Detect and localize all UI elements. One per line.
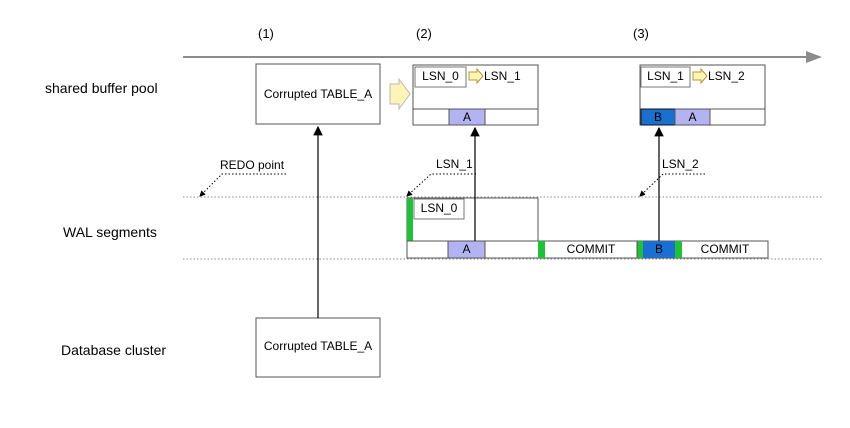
wal-record-b — [643, 241, 675, 258]
step3-tuple-b-label: B — [653, 110, 662, 124]
step3-pointer-lsn: LSN_2 — [662, 157, 699, 171]
step2-tuple-a — [448, 108, 486, 126]
step3-tuple-a — [674, 108, 711, 126]
cluster-page-label: Corrupted TABLE_A — [263, 339, 373, 353]
wal-commit1-label: COMMIT — [566, 242, 616, 256]
wal-commit1-marker — [538, 241, 545, 258]
step-label-1: (1) — [258, 26, 274, 41]
step3-lsn-to: LSN_2 — [708, 69, 745, 83]
step2-lsn-to: LSN_1 — [484, 69, 521, 83]
row-label-wal: WAL segments — [63, 224, 157, 240]
wal-commit2-label: COMMIT — [700, 242, 750, 256]
step3-lsn-from: LSN_1 — [647, 69, 684, 83]
transition-arrow-icon — [389, 77, 411, 111]
step1-buffer-page-label: Corrupted TABLE_A — [263, 87, 373, 101]
wal-record-b-label: B — [654, 242, 663, 256]
step2-pointer-lsn: LSN_1 — [436, 157, 473, 171]
wal-page-lsn: LSN_0 — [420, 201, 458, 215]
wal-record-a — [447, 240, 486, 259]
step3-lsn-box — [640, 66, 691, 88]
row-label-buffer: shared buffer pool — [45, 80, 158, 96]
step3-tuple-a-label: A — [688, 110, 697, 124]
step3-lsn-arrow-icon — [692, 67, 708, 85]
step-label-3: (3) — [633, 26, 649, 41]
step2-lsn-from: LSN_0 — [422, 69, 459, 83]
step2-tuple-a-label: A — [462, 110, 471, 124]
timeline-arrowhead — [806, 51, 822, 63]
wal-page-lsn-box — [413, 198, 465, 220]
row-label-cluster: Database cluster — [61, 342, 167, 358]
step1-buffer-page — [255, 63, 381, 125]
wal-page-marker — [407, 198, 413, 258]
step-label-2: (2) — [416, 26, 432, 41]
wal-b-marker-left — [637, 241, 643, 258]
step2-lsn-arrow-icon — [468, 67, 484, 85]
step2-lsn-box — [414, 66, 467, 88]
redo-point-label: REDO point — [220, 158, 285, 172]
wal-commit2-marker — [675, 241, 682, 258]
cluster-page — [255, 317, 381, 378]
lsn1-pointer-leader — [406, 173, 476, 197]
lsn2-pointer-leader — [639, 173, 705, 197]
wal-record-a-label: A — [462, 242, 471, 256]
redo-point-leader — [199, 173, 286, 197]
